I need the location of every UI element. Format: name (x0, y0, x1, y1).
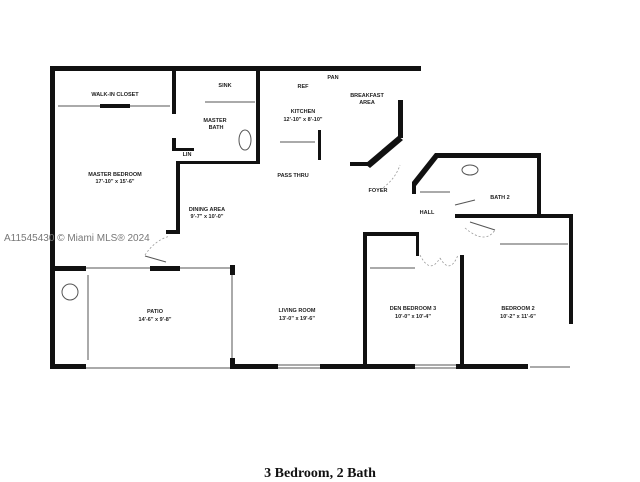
label-dining-dims: 9'-7" x 10'-0" (191, 214, 224, 220)
watermark: A11545430 © Miami MLS® 2024 (4, 233, 150, 244)
label-patio-dims: 14'-6" x 9'-8" (139, 317, 172, 323)
label-bedroom2: BEDROOM 2 (501, 306, 534, 312)
label-breakfast: BREAKFAST (350, 93, 384, 99)
label-den-dims: 10'-0" x 10'-4" (395, 314, 431, 320)
label-master-bath-2: BATH (209, 125, 224, 131)
label-living-dims: 13'-0" x 19'-6" (279, 316, 315, 322)
label-pantry: PAN (327, 75, 338, 81)
walls (50, 66, 573, 369)
label-refrigerator: REF (298, 84, 310, 90)
label-master-bedroom-dims: 17'-10" x 15'-6" (95, 179, 134, 185)
label-master-bath: MASTER (203, 118, 226, 124)
windows-and-fixtures (58, 101, 570, 369)
label-kitchen: KITCHEN (291, 109, 315, 115)
label-kitchen-dims: 12'-10" x 8'-10" (283, 117, 322, 123)
label-den: DEN BEDROOM 3 (390, 306, 436, 312)
label-living: LIVING ROOM (279, 308, 316, 314)
label-master-bedroom: MASTER BEDROOM (88, 172, 142, 178)
label-pass-thru: PASS THRU (277, 173, 308, 179)
label-breakfast-2: AREA (359, 100, 375, 106)
label-sink: SINK (218, 83, 231, 89)
plan-title: 3 Bedroom, 2 Bath (264, 466, 376, 481)
door-swings (144, 164, 496, 267)
label-bath2: BATH 2 (490, 195, 509, 201)
label-linen: LIN (183, 152, 192, 158)
label-hall: HALL (420, 210, 435, 216)
label-dining: DINING AREA (189, 207, 225, 213)
label-walk-in-closet: WALK-IN CLOSET (91, 92, 139, 98)
label-foyer: FOYER (369, 188, 388, 194)
label-patio: PATIO (147, 309, 164, 315)
label-bedroom2-dims: 10'-2" x 11'-6" (500, 314, 536, 320)
